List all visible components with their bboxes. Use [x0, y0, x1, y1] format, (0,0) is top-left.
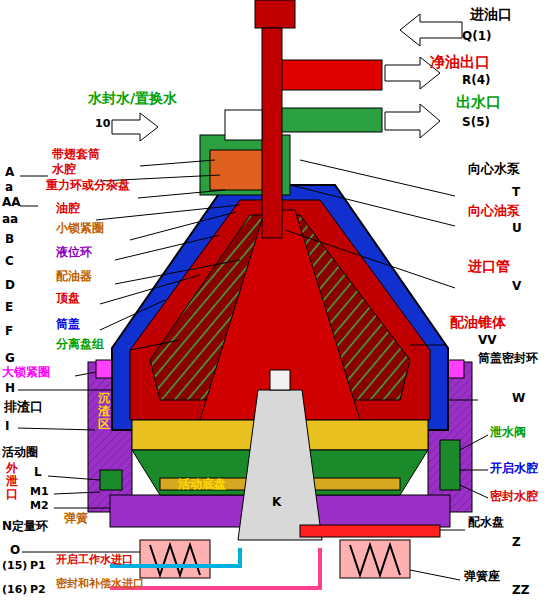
part-label: A	[5, 166, 14, 180]
part-label: 顶盘	[56, 292, 80, 306]
part-label: 向心水泵	[468, 162, 520, 177]
part-label: U	[512, 222, 522, 236]
part-label: 开启工作水进口	[56, 554, 133, 567]
part-label: 筒盖密封环	[478, 352, 538, 366]
part-label: O	[10, 544, 20, 558]
part-label: 水腔	[52, 163, 76, 177]
part-label: 开启水腔	[490, 462, 538, 476]
part-label: T	[512, 186, 520, 200]
part-label: (15)	[2, 560, 27, 573]
part-label: 密封水腔	[490, 490, 538, 504]
part-label: VV	[478, 334, 497, 348]
part-label: 水封水/置换水	[88, 90, 177, 106]
part-label: M2	[30, 500, 49, 513]
part-label: Q(1)	[462, 30, 492, 44]
part-label: P1	[30, 560, 46, 573]
part-label: 出水口	[456, 94, 501, 111]
part-label: W	[512, 392, 525, 406]
part-label: 分离盘组	[56, 338, 104, 352]
part-label: 密封和补偿水进口	[56, 578, 144, 591]
part-label: 10	[95, 118, 110, 131]
part-label: 活动圈	[2, 446, 38, 460]
part-label: S(5)	[462, 116, 490, 130]
part-label: Z	[512, 536, 521, 550]
part-label: D	[5, 279, 15, 293]
part-label: H	[5, 382, 15, 396]
part-label: F	[5, 325, 13, 339]
part-label: 油腔	[56, 202, 80, 216]
part-label: N定量环	[2, 520, 48, 534]
part-label: 筒盖	[56, 318, 80, 332]
part-label: 配油器	[56, 270, 92, 284]
part-label: (16)	[2, 584, 27, 597]
part-label: L	[34, 466, 42, 480]
part-label: R(4)	[462, 74, 491, 88]
part-label: 净油出口	[430, 54, 490, 71]
part-label: 排渣口	[4, 400, 43, 415]
part-label: 小锁紧圈	[56, 222, 104, 236]
part-label: V	[512, 280, 521, 294]
part-label: 向心油泵	[468, 204, 520, 219]
part-label: AA	[2, 196, 21, 210]
part-label: 泄水阀	[490, 426, 526, 440]
part-label: B	[5, 233, 14, 247]
part-label: ZZ	[512, 584, 529, 598]
part-label: 配水盘	[468, 516, 504, 530]
part-label: P2	[30, 584, 46, 597]
part-label: G	[5, 352, 15, 366]
part-label: E	[5, 301, 13, 315]
part-label: 带翅套筒	[52, 148, 100, 162]
part-label: 弹簧座	[464, 570, 500, 584]
part-label: 大锁紧圈	[2, 366, 50, 380]
part-label: 弹簧	[64, 512, 88, 526]
part-label: I	[5, 420, 9, 434]
part-label: K	[272, 496, 281, 510]
part-label: 配油锥体	[450, 314, 506, 330]
part-label: M1	[30, 486, 49, 499]
part-label: 进口管	[468, 258, 510, 274]
part-label: aa	[2, 213, 18, 227]
part-label: 液位环	[56, 246, 92, 260]
part-label: C	[5, 255, 14, 269]
part-label: 沉渣区	[98, 392, 110, 432]
part-label: 外泄口	[6, 462, 18, 502]
part-label: 活动底盘	[178, 478, 226, 492]
part-label: 进油口	[470, 6, 512, 22]
part-label: a	[5, 181, 13, 195]
part-label: 重力环或分杂盘	[46, 179, 130, 193]
